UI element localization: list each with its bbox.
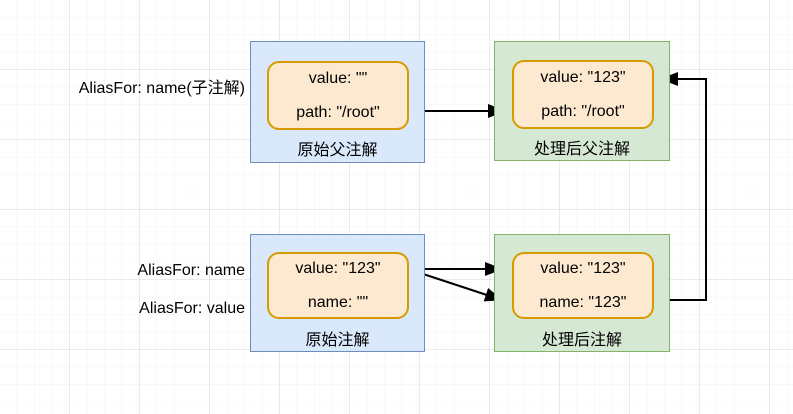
caption-original-parent-annotation: 原始父注解 — [297, 142, 378, 159]
card-original-parent-annotation[interactable]: value: "" path: "/root" — [267, 61, 409, 130]
group-original-parent-annotation[interactable]: value: "" path: "/root" 原始父注解 — [250, 41, 425, 163]
card-processed-parent-annotation[interactable]: value: "123" path: "/root" — [512, 60, 654, 129]
group-original-annotation[interactable]: value: "123" name: "" 原始注解 — [250, 234, 425, 352]
caption-original-annotation: 原始注解 — [305, 332, 370, 349]
caption-processed-annotation: 处理后注解 — [541, 332, 622, 349]
card-row-path: path: "/root" — [296, 103, 380, 121]
card-row-value: value: "123" — [540, 259, 626, 277]
card-original-annotation[interactable]: value: "123" name: "" — [267, 252, 409, 319]
label-aliasfor-name: AliasFor: name — [137, 262, 245, 279]
card-row-value: value: "123" — [295, 259, 381, 277]
card-row-value: value: "123" — [540, 68, 626, 86]
card-row-value: value: "" — [308, 69, 368, 87]
label-aliasfor-value: AliasFor: value — [139, 300, 245, 317]
caption-processed-parent-annotation: 处理后父注解 — [533, 141, 630, 158]
label-aliasfor-name-child-annotation: AliasFor: name(子注解) — [78, 80, 245, 97]
group-processed-parent-annotation[interactable]: value: "123" path: "/root" 处理后父注解 — [494, 41, 670, 161]
group-processed-annotation[interactable]: value: "123" name: "123" 处理后注解 — [494, 234, 670, 352]
card-row-name: name: "" — [307, 293, 369, 311]
card-row-path: path: "/root" — [541, 102, 625, 120]
card-processed-annotation[interactable]: value: "123" name: "123" — [512, 252, 654, 319]
card-row-name: name: "123" — [539, 293, 627, 311]
